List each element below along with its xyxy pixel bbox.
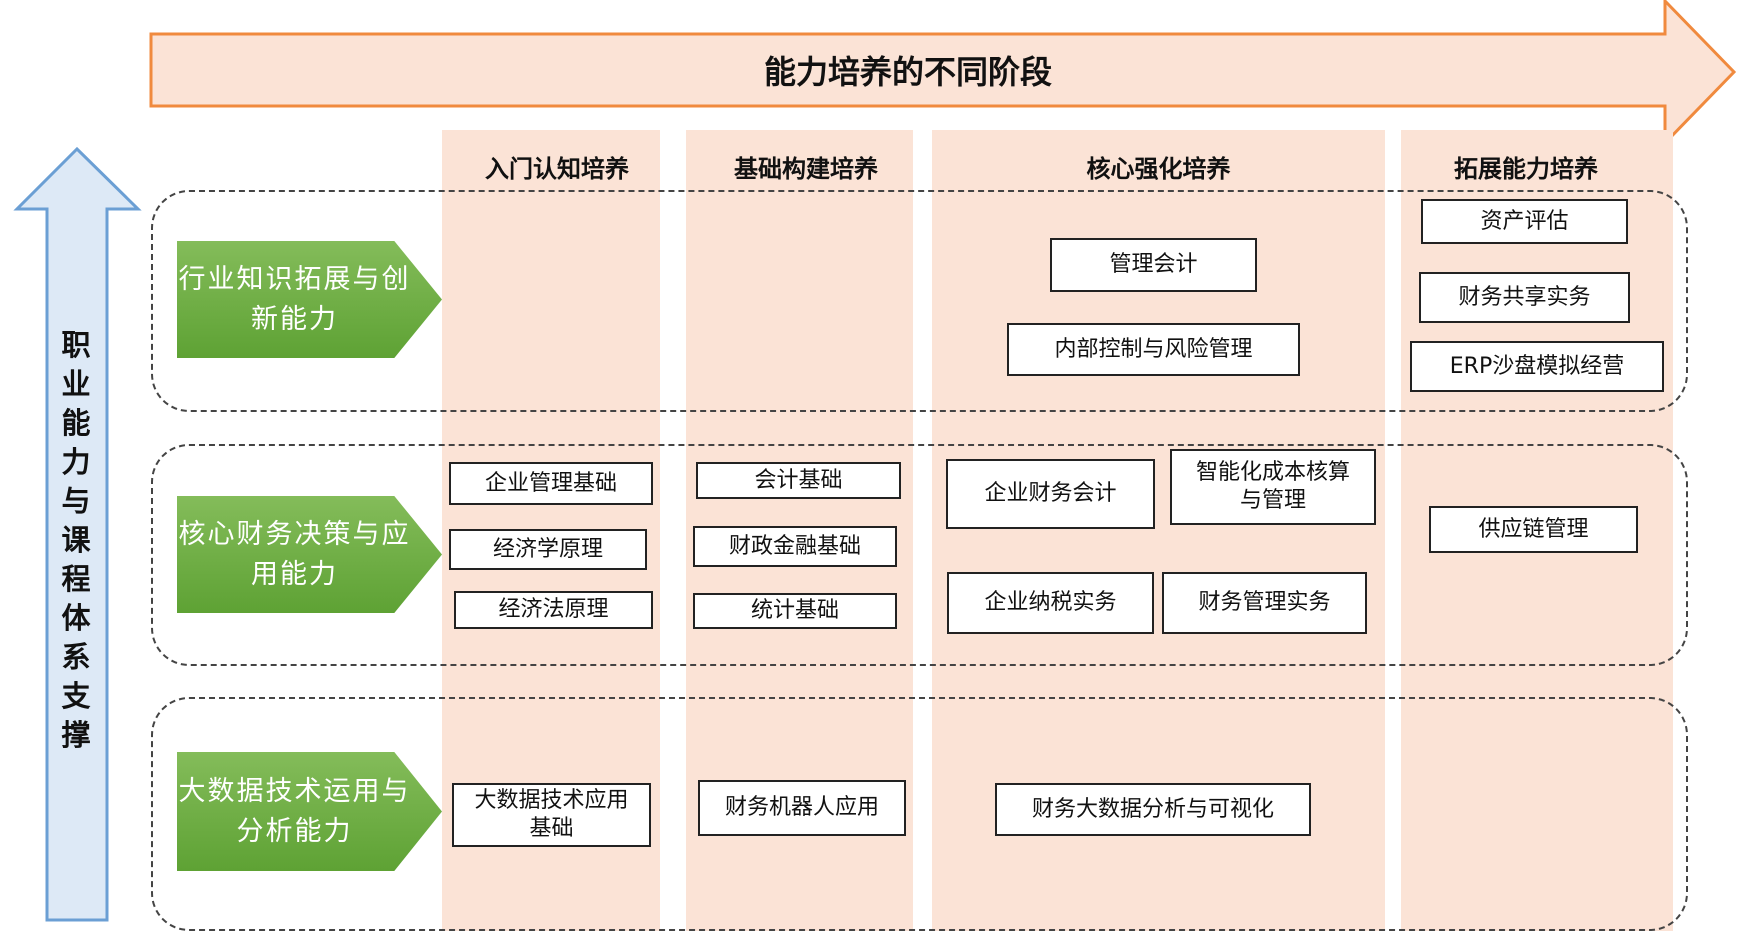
stage-header: 基础构建培养 [734, 154, 878, 183]
course-box: 会计基础 [696, 462, 901, 499]
stage-header: 入门认知培养 [485, 154, 629, 183]
stage-header: 拓展能力培养 [1454, 154, 1598, 183]
side-label: 职业能力与课程体系支撑 [61, 328, 91, 752]
course-box: 经济学原理 [449, 529, 647, 570]
course-box: 财政金融基础 [693, 526, 897, 567]
course-box: ERP沙盘模拟经营 [1410, 341, 1664, 392]
course-box: 财务机器人应用 [698, 780, 906, 836]
ability-label: 核心财务决策与应用能力 [177, 496, 442, 613]
course-box: 管理会计 [1050, 238, 1257, 292]
course-box: 智能化成本核算与管理 [1170, 449, 1376, 525]
course-box: 经济法原理 [454, 591, 653, 629]
ability-group-2 [151, 444, 1688, 666]
course-box: 资产评估 [1421, 199, 1628, 244]
course-box: 大数据技术应用基础 [452, 783, 651, 847]
course-box: 企业管理基础 [449, 462, 653, 505]
course-box: 财务管理实务 [1162, 572, 1367, 634]
course-box: 内部控制与风险管理 [1007, 323, 1300, 376]
course-box: 企业财务会计 [946, 459, 1155, 529]
stage-arrow [149, 0, 1737, 147]
ability-group-1 [151, 190, 1688, 412]
ability-label: 大数据技术运用与分析能力 [177, 752, 442, 871]
ability-group-3 [151, 697, 1688, 931]
course-box: 供应链管理 [1429, 506, 1638, 553]
course-box: 统计基础 [693, 593, 897, 629]
course-box: 企业纳税实务 [947, 572, 1154, 634]
course-box: 财务共享实务 [1419, 272, 1630, 323]
vertical-up-arrow [13, 146, 142, 922]
stage-arrow-title: 能力培养的不同阶段 [763, 53, 1052, 91]
stage-header: 核心强化培养 [1086, 154, 1231, 183]
course-box: 财务大数据分析与可视化 [995, 783, 1311, 836]
ability-label: 行业知识拓展与创新能力 [177, 241, 442, 358]
